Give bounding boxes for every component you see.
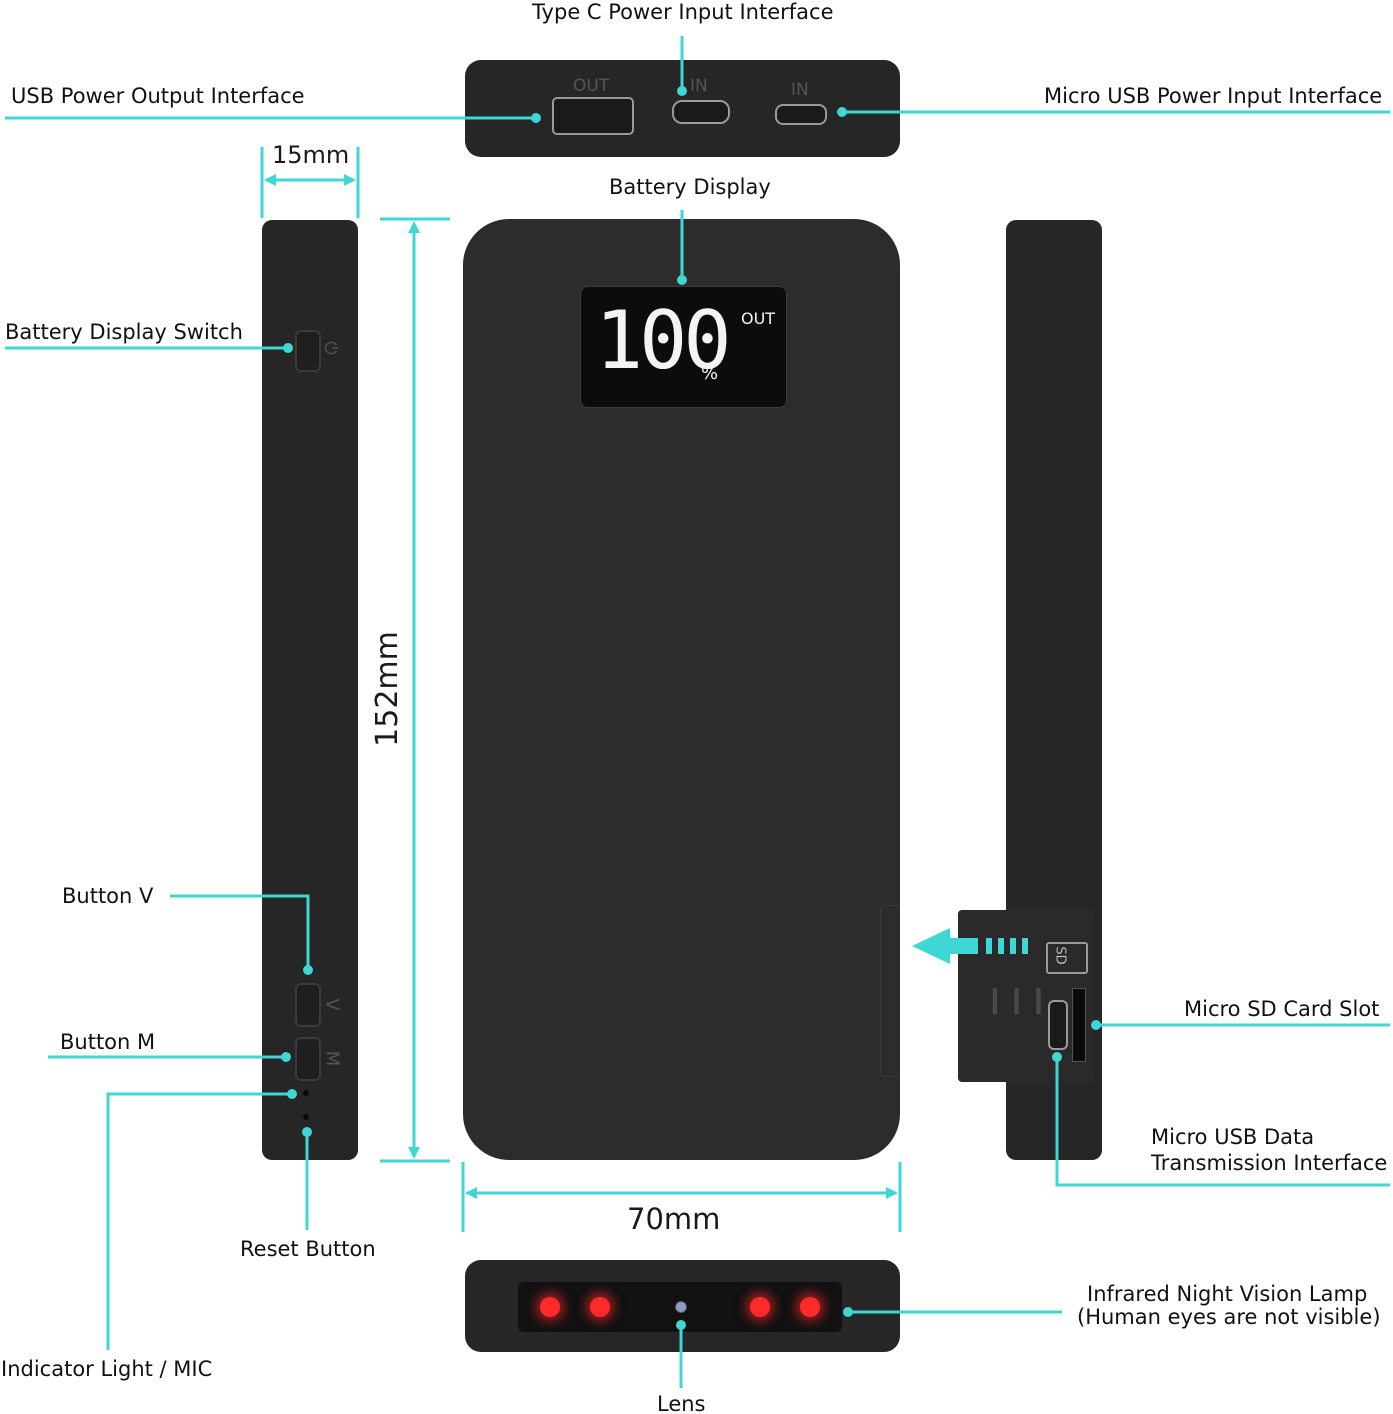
camera-lens xyxy=(675,1301,687,1313)
label-ir-lamp-2: (Human eyes are not visible) xyxy=(1077,1305,1381,1329)
micro-usb-port xyxy=(775,104,827,125)
type-c-port xyxy=(672,100,730,124)
battery-percent-unit: % xyxy=(701,363,719,384)
label-type-c: Type C Power Input Interface xyxy=(532,0,834,24)
sd-arrow-glyph: ❙❙❙ xyxy=(984,985,1050,1015)
label-lens: Lens xyxy=(657,1392,706,1414)
side-seam xyxy=(880,905,899,1077)
micro-usb-data-port xyxy=(1048,1000,1068,1050)
usb-a-port xyxy=(552,97,634,135)
label-micro-usb-data-2: Transmission Interface xyxy=(1151,1151,1388,1175)
label-button-v: Button V xyxy=(62,884,154,908)
ir-led-2 xyxy=(590,1297,610,1317)
label-battery-switch: Battery Display Switch xyxy=(5,320,243,344)
dimension-thickness: 15mm xyxy=(272,141,350,169)
out-marking: OUT xyxy=(573,76,610,96)
battery-display-screen: 100 % OUT xyxy=(580,286,787,408)
reset-hole xyxy=(303,1114,309,1120)
sd-card-icon: SD xyxy=(1046,942,1088,974)
label-sd-slot: Micro SD Card Slot xyxy=(1184,997,1380,1021)
battery-display-switch xyxy=(295,330,321,372)
label-button-m: Button M xyxy=(60,1030,156,1054)
button-m xyxy=(295,1037,321,1081)
indicator-light-hole xyxy=(303,1090,309,1096)
ir-led-4 xyxy=(800,1297,820,1317)
in-c-marking: IN xyxy=(690,76,708,96)
label-micro-usb-data-1: Micro USB Data xyxy=(1151,1125,1315,1149)
dimension-width: 70mm xyxy=(627,1202,721,1236)
ir-led-1 xyxy=(540,1297,560,1317)
label-indicator: Indicator Light / MIC xyxy=(1,1357,213,1381)
label-ir-lamp-1: Infrared Night Vision Lamp xyxy=(1087,1282,1368,1306)
display-mode: OUT xyxy=(741,309,776,328)
label-reset: Reset Button xyxy=(240,1237,376,1261)
dimension-height: 152mm xyxy=(369,631,405,747)
label-micro-usb-in: Micro USB Power Input Interface xyxy=(1044,84,1383,108)
battery-percent-value: 100 xyxy=(595,294,731,387)
ir-led-3 xyxy=(750,1297,770,1317)
micro-sd-slot xyxy=(1072,988,1086,1062)
label-usb-out: USB Power Output Interface xyxy=(11,84,305,108)
label-battery-display: Battery Display xyxy=(609,175,771,199)
in-micro-marking: IN xyxy=(791,80,809,100)
button-v xyxy=(295,983,321,1027)
